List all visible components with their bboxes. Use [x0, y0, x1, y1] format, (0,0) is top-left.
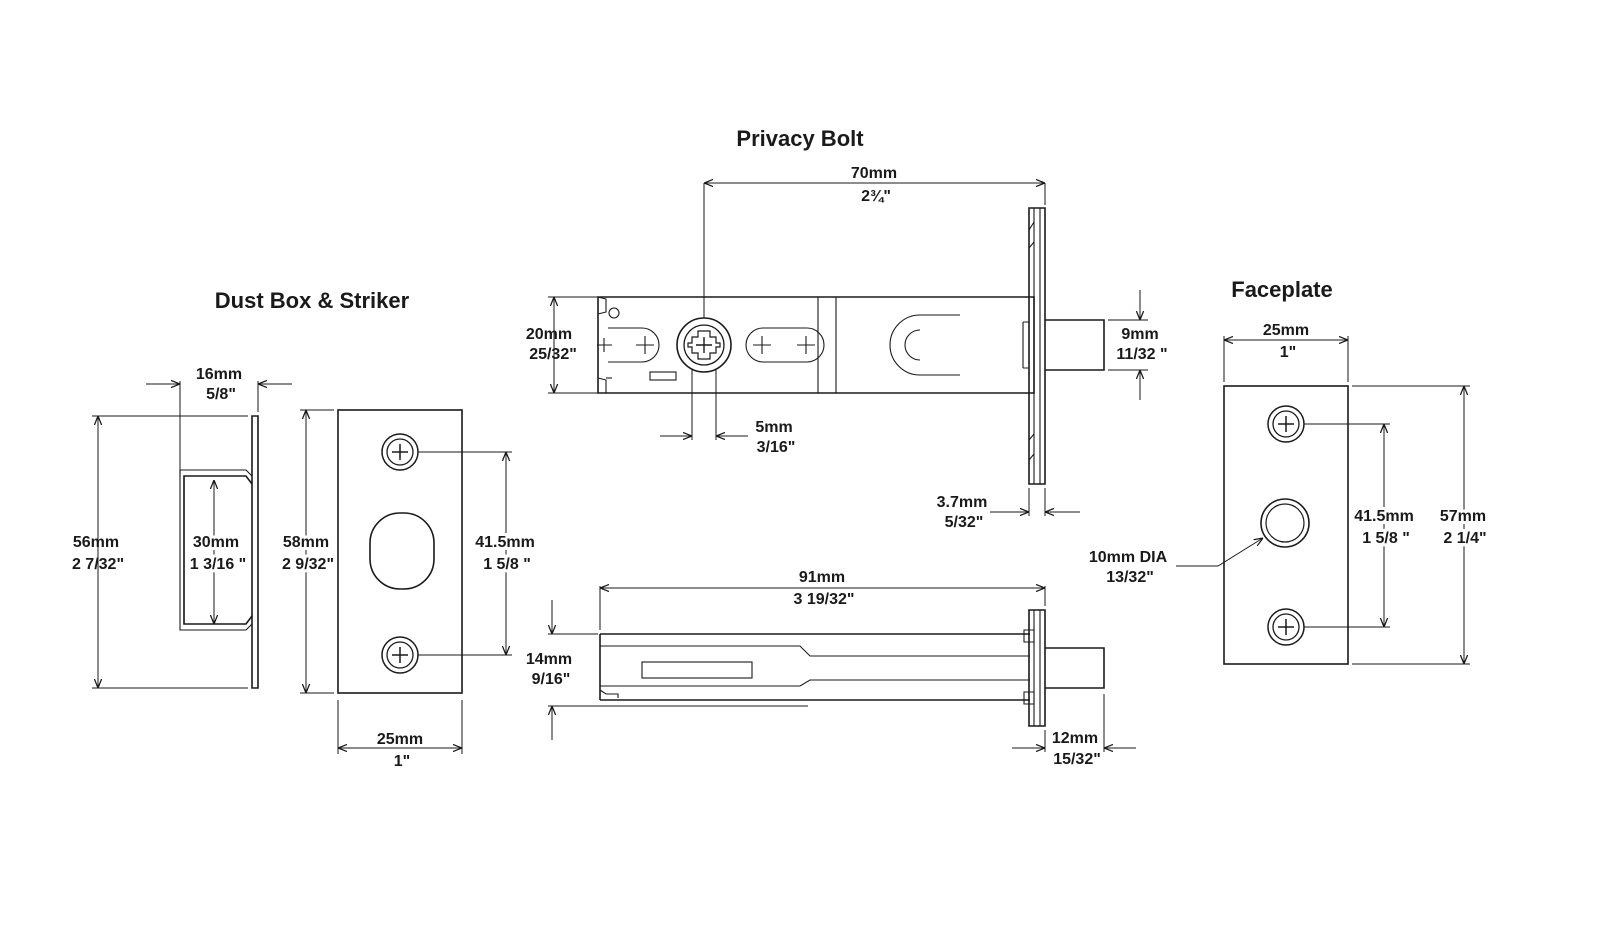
- dim-58mm: 58mm 2 9/32": [279, 409, 337, 694]
- dim-56mm: 56mm 2 7/32": [72, 415, 248, 689]
- dim-9mm: 9mm 11/32 ": [1108, 290, 1168, 400]
- title-faceplate: Faceplate: [1231, 277, 1333, 302]
- dim-16mm: 16mm 5/8": [146, 366, 292, 470]
- svg-text:1 3/16 ": 1 3/16 ": [190, 556, 247, 573]
- svg-text:5/8": 5/8": [206, 386, 236, 403]
- svg-text:30mm: 30mm: [193, 534, 239, 551]
- svg-text:10mm DIA: 10mm DIA: [1089, 549, 1168, 566]
- dust-box-profile: [179, 415, 259, 689]
- dim-70mm: 70mm 2¾": [703, 165, 1046, 318]
- svg-text:1": 1": [1280, 344, 1296, 361]
- svg-text:25/32": 25/32": [529, 346, 577, 363]
- svg-text:3/16": 3/16": [757, 439, 796, 456]
- svg-text:2¾": 2¾": [861, 188, 891, 205]
- svg-text:25mm: 25mm: [1263, 322, 1309, 339]
- svg-text:25mm: 25mm: [377, 731, 423, 748]
- svg-text:2 7/32": 2 7/32": [72, 556, 124, 573]
- svg-text:5/32": 5/32": [945, 514, 984, 531]
- dim-3-7mm: 3.7mm 5/32": [937, 488, 1080, 531]
- dim-5mm: 5mm 3/16": [660, 370, 795, 456]
- svg-text:1 5/8 ": 1 5/8 ": [483, 556, 531, 573]
- dim-14mm: 14mm 9/16": [526, 600, 808, 740]
- svg-text:41.5mm: 41.5mm: [475, 534, 535, 551]
- dim-57mm: 57mm 2 1/4": [1352, 385, 1490, 665]
- dim-30mm: 30mm 1 3/16 ": [187, 480, 249, 624]
- svg-text:9/16": 9/16": [532, 671, 571, 688]
- dim-91mm: 91mm 3 19/32": [599, 569, 1046, 630]
- privacy-bolt-top-view: [597, 207, 1105, 485]
- svg-text:2 9/32": 2 9/32": [282, 556, 334, 573]
- svg-text:41.5mm: 41.5mm: [1354, 508, 1414, 525]
- dim-25mm-striker: 25mm 1": [337, 700, 463, 770]
- dim-10mm-dia: 10mm DIA 13/32": [1089, 538, 1263, 586]
- svg-text:56mm: 56mm: [73, 534, 119, 551]
- svg-text:20mm: 20mm: [526, 326, 572, 343]
- faceplate: [1223, 385, 1349, 665]
- spindle-hub: [676, 317, 732, 373]
- striker-plate: [337, 409, 463, 694]
- dim-41-5mm-faceplate: 41.5mm 1 5/8 ": [1304, 423, 1417, 628]
- dim-41-5mm-striker: 41.5mm 1 5/8 ": [418, 451, 538, 656]
- svg-text:12mm: 12mm: [1052, 730, 1098, 747]
- privacy-bolt-side-view: [599, 609, 1105, 727]
- screw-head-icon: [381, 636, 419, 674]
- svg-text:58mm: 58mm: [283, 534, 329, 551]
- svg-text:1": 1": [394, 753, 410, 770]
- svg-text:15/32": 15/32": [1053, 751, 1101, 768]
- title-dust-box-striker: Dust Box & Striker: [215, 288, 410, 313]
- dim-25mm-faceplate: 25mm 1": [1223, 319, 1349, 382]
- svg-text:3.7mm: 3.7mm: [937, 494, 988, 511]
- screw-head-icon: [1267, 608, 1305, 646]
- svg-text:5mm: 5mm: [755, 419, 792, 436]
- dim-20mm: 20mm 25/32": [526, 296, 598, 394]
- svg-text:9mm: 9mm: [1121, 326, 1158, 343]
- svg-text:16mm: 16mm: [196, 366, 242, 383]
- dim-12mm: 12mm 15/32": [1012, 694, 1136, 768]
- svg-text:70mm: 70mm: [851, 165, 897, 182]
- svg-text:1 5/8 ": 1 5/8 ": [1362, 530, 1410, 547]
- title-privacy-bolt: Privacy Bolt: [736, 126, 864, 151]
- svg-text:57mm: 57mm: [1440, 508, 1486, 525]
- svg-text:11/32 ": 11/32 ": [1116, 346, 1167, 363]
- svg-text:3 19/32": 3 19/32": [794, 591, 855, 608]
- svg-text:13/32": 13/32": [1106, 569, 1154, 586]
- svg-text:14mm: 14mm: [526, 651, 572, 668]
- screw-head-icon: [1267, 405, 1305, 443]
- svg-text:2 1/4": 2 1/4": [1443, 530, 1486, 547]
- screw-head-icon: [381, 433, 419, 471]
- svg-text:91mm: 91mm: [799, 569, 845, 586]
